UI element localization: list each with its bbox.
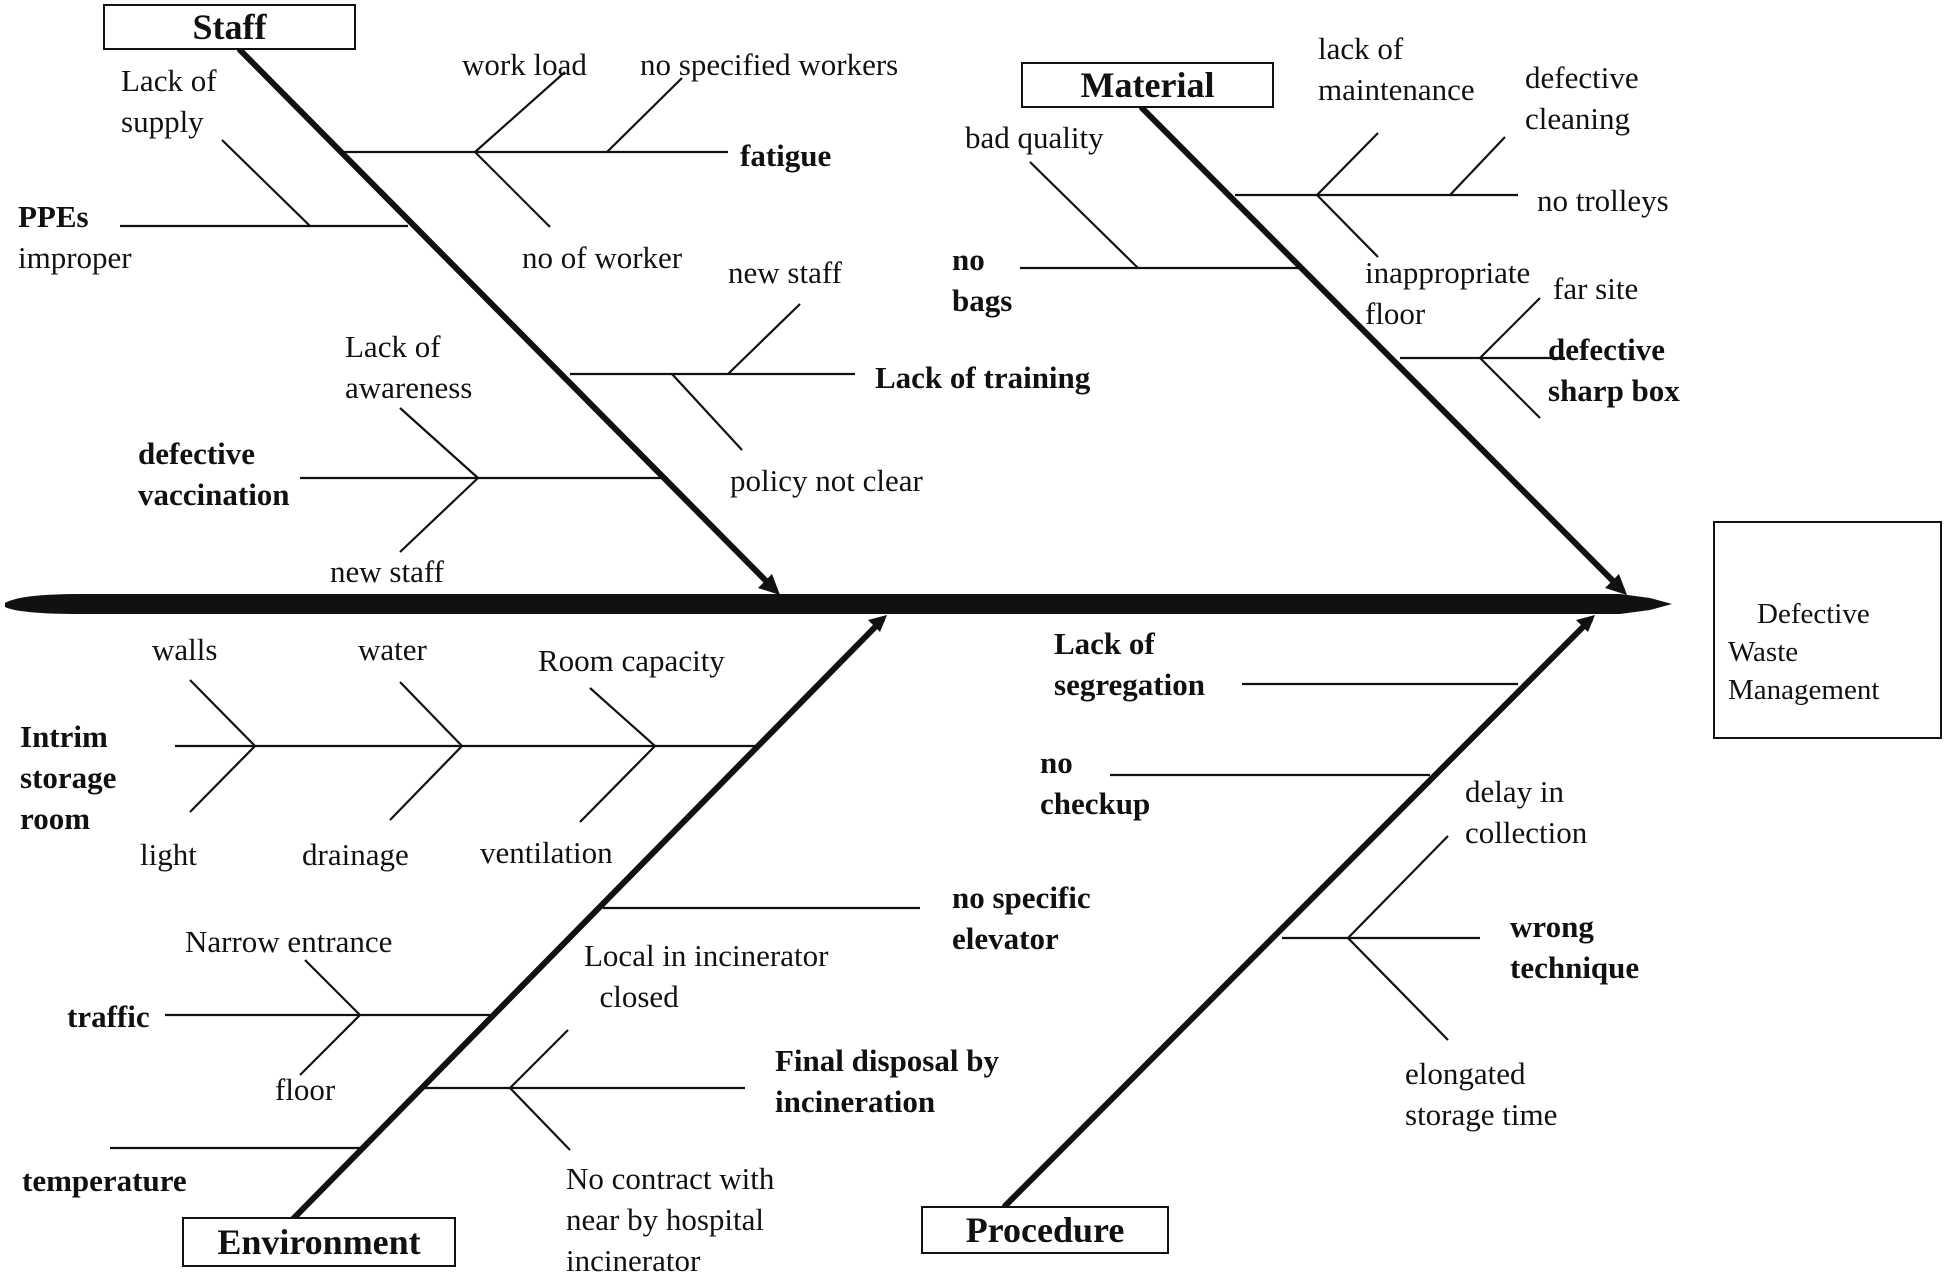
category-label-staff: Staff: [192, 7, 267, 47]
cause-policy-not-clear: policy not clear: [730, 463, 923, 498]
effect-box: Defective Waste Management: [1713, 521, 1942, 739]
cause-no-contract: No contract with near by hospital incine…: [566, 1161, 775, 1278]
cause-defective-sharp-box: defective sharp box: [1548, 332, 1680, 408]
arrowhead-procedure: [1576, 615, 1595, 632]
cause-fatigue: fatigue: [740, 138, 832, 173]
cause-no-bags: no bags: [952, 242, 1013, 318]
cause-final-disposal: Final disposal by incineration: [775, 1043, 999, 1119]
cause-ppes: PPEs: [18, 199, 89, 234]
arrowhead-material: [1605, 574, 1627, 595]
cause-new-staff-top: new staff: [728, 255, 842, 290]
cause-improper: improper: [18, 240, 132, 275]
cause-defective-vaccination: defective vaccination: [138, 436, 290, 512]
cause-no-specific-elevator: no specific elevator: [952, 880, 1091, 956]
arrowhead-staff: [758, 574, 780, 595]
category-box-staff: Staff: [103, 4, 356, 50]
cause-intrim-storage-room: Intrim storage room: [20, 719, 117, 836]
cause-walls: walls: [152, 632, 218, 667]
bone-environment: [289, 617, 885, 1223]
main-spine: [5, 594, 1672, 614]
cause-defective-cleaning: defective cleaning: [1525, 60, 1639, 136]
cause-new-staff-bottom: new staff: [330, 554, 444, 589]
cause-room-capacity: Room capacity: [538, 643, 725, 678]
bone-procedure: [1002, 617, 1593, 1209]
cause-no-of-worker: no of worker: [522, 240, 683, 275]
cause-wrong-technique: wrong technique: [1510, 909, 1640, 985]
cause-inappropriate-floor: inappropriate floor: [1365, 255, 1531, 331]
category-label-procedure: Procedure: [965, 1210, 1125, 1250]
cause-narrow-entrance: Narrow entrance: [185, 924, 393, 959]
cause-light: light: [140, 837, 197, 872]
cause-elongated-storage-time: elongated storage time: [1405, 1056, 1558, 1132]
cause-lack-of-awareness: Lack of awareness: [345, 329, 473, 405]
category-label-environment: Environment: [217, 1222, 421, 1262]
cause-work-load: work load: [462, 47, 587, 82]
cause-lack-of-segregation: Lack of segregation: [1054, 626, 1205, 702]
category-label-material: Material: [1080, 65, 1215, 105]
cause-no-checkup: no checkup: [1040, 745, 1151, 821]
cause-ventilation: ventilation: [480, 835, 613, 870]
cause-no-specified-workers: no specified workers: [640, 47, 899, 82]
arrowhead-environment: [868, 615, 887, 632]
cause-traffic: traffic: [67, 999, 150, 1034]
cause-floor: floor: [275, 1072, 336, 1107]
category-box-material: Material: [1021, 62, 1274, 108]
category-box-procedure: Procedure: [921, 1206, 1169, 1254]
cause-drainage: drainage: [302, 837, 409, 872]
cause-delay-in-collection: delay in collection: [1465, 774, 1588, 850]
cause-water: water: [358, 632, 427, 667]
cause-temperature: temperature: [22, 1163, 187, 1198]
effect-label: Defective Waste Management: [1728, 598, 1880, 706]
bone-staff: [237, 47, 778, 593]
category-box-environment: Environment: [182, 1217, 456, 1267]
bone-material: [1139, 105, 1625, 593]
cause-far-site: far site: [1553, 271, 1639, 306]
cause-bad-quality: bad quality: [965, 120, 1104, 155]
cause-lack-of-maintenance: lack of maintenance: [1318, 31, 1475, 107]
cause-lack-of-training: Lack of training: [875, 360, 1091, 395]
cause-lack-of-supply: Lack of supply: [121, 63, 217, 139]
cause-no-trolleys: no trolleys: [1537, 183, 1669, 218]
cause-local-in-incinerator: Local in incinerator closed: [584, 938, 829, 1014]
